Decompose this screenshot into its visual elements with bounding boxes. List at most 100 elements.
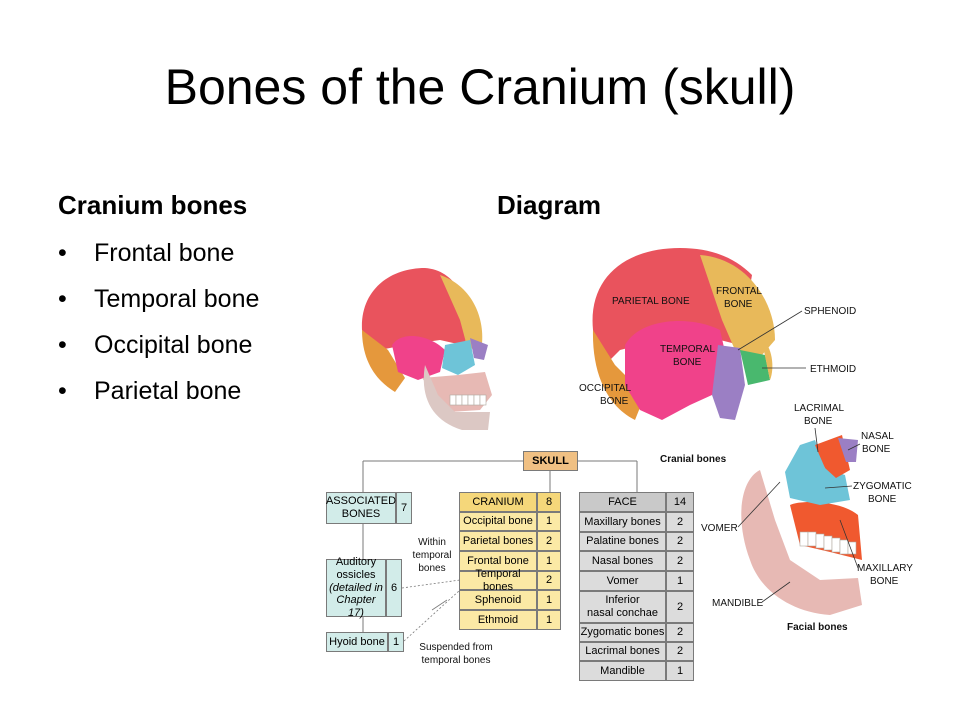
table-row: Occipital bone bbox=[459, 512, 537, 531]
cranium-bones-list: •Frontal bone •Temporal bone •Occipital … bbox=[58, 233, 259, 417]
sphenoid-leader-line bbox=[737, 310, 803, 351]
small-temporal bbox=[392, 335, 445, 380]
occipital-label-line-2: BONE bbox=[600, 396, 629, 407]
hyoid-box: Hyoid bone bbox=[326, 632, 388, 652]
table-row: Ethmoid bbox=[459, 610, 537, 630]
cranium-bones-heading: Cranium bones bbox=[58, 190, 248, 220]
temporal-region bbox=[625, 321, 728, 420]
table-row-count: 2 bbox=[537, 531, 561, 551]
table-row-count: 2 bbox=[666, 551, 694, 571]
auditory-ossicles-box: Auditory ossicles (detailed in Chapter 1… bbox=[326, 556, 386, 619]
table-row: Palatine bones bbox=[579, 532, 666, 551]
facial-bones-caption: Facial bones bbox=[787, 622, 848, 633]
skull-root-box: SKULL bbox=[523, 451, 578, 471]
list-item: •Frontal bone bbox=[58, 233, 259, 279]
within-note-line-2: temporal bbox=[413, 550, 452, 561]
cranial-bones-caption: Cranial bones bbox=[660, 454, 727, 465]
nasal-leader-line bbox=[847, 443, 861, 451]
table-row-count: 2 bbox=[666, 532, 694, 551]
bullet-icon: • bbox=[58, 331, 67, 359]
parietal-label: PARIETAL BONE bbox=[612, 296, 690, 307]
nasal-label-line-1: NASAL bbox=[861, 431, 894, 442]
small-zygomatic bbox=[442, 340, 475, 375]
hyoid-count: 1 bbox=[388, 632, 404, 652]
facial-skull-illustration bbox=[741, 435, 862, 615]
lacrimal-label-line-1: LACRIMAL bbox=[794, 403, 844, 414]
table-row-count: 1 bbox=[537, 551, 561, 571]
face-header: FACE bbox=[579, 492, 666, 512]
zygomatic-label-line-2: BONE bbox=[868, 494, 897, 505]
maxillary-label-line-2: BONE bbox=[870, 576, 899, 587]
sphenoid-label: SPHENOID bbox=[804, 306, 856, 317]
frontal-region bbox=[700, 255, 775, 355]
suspended-note-line-1: Suspended from bbox=[419, 642, 492, 653]
table-row-count: 2 bbox=[666, 512, 694, 532]
list-item: •Parietal bone bbox=[58, 371, 259, 417]
cranium-header: CRANIUM bbox=[459, 492, 537, 512]
table-row: Zygomatic bones bbox=[579, 623, 666, 642]
small-parietal bbox=[361, 268, 470, 350]
list-item: •Occipital bone bbox=[58, 325, 259, 371]
table-row-count: 2 bbox=[666, 591, 694, 623]
temporal-label-line-2: BONE bbox=[673, 357, 702, 368]
table-row: Temporal bones bbox=[459, 568, 537, 593]
vomer-leader-line bbox=[737, 481, 781, 528]
page-title: Bones of the Cranium (skull) bbox=[164, 59, 796, 115]
mandible-region bbox=[741, 470, 862, 615]
table-row: Sphenoid bbox=[459, 590, 537, 610]
vomer-label: VOMER bbox=[701, 523, 738, 534]
table-row: Inferior nasal conchae bbox=[579, 591, 666, 623]
table-row: Nasal bones bbox=[579, 551, 666, 571]
occipital-region bbox=[592, 330, 645, 420]
associated-count: 7 bbox=[396, 492, 412, 524]
bullet-icon: • bbox=[58, 239, 67, 267]
table-row-count: 2 bbox=[666, 623, 694, 642]
mandible-label: MANDIBLE bbox=[712, 598, 763, 609]
diagram-heading: Diagram bbox=[497, 190, 602, 220]
small-frontal bbox=[440, 275, 483, 350]
associated-bones-box: ASSOCIATED BONES bbox=[326, 492, 396, 524]
mandible-leader-line bbox=[761, 581, 791, 603]
table-row: Vomer bbox=[579, 571, 666, 591]
table-row-count: 1 bbox=[537, 610, 561, 630]
frontal-label-line-1: FRONTAL bbox=[716, 286, 762, 297]
zygomatic-label-line-1: ZYGOMATIC bbox=[853, 481, 912, 492]
zygomatic-region bbox=[785, 440, 850, 505]
zygomatic-leader-line bbox=[824, 485, 853, 489]
cranium-count: 8 bbox=[537, 492, 561, 512]
bullet-icon: • bbox=[58, 377, 67, 405]
ethmoid-region bbox=[740, 350, 770, 385]
small-occipital bbox=[362, 330, 405, 392]
table-row: Maxillary bones bbox=[579, 512, 666, 532]
bullet-icon: • bbox=[58, 285, 67, 313]
table-row-count: 1 bbox=[666, 571, 694, 591]
suspended-dotted-line bbox=[403, 589, 461, 642]
occipital-label-line-1: OCCIPITAL bbox=[579, 383, 631, 394]
cranial-skull-illustration bbox=[592, 248, 775, 420]
suspended-note-line-2: temporal bones bbox=[422, 655, 491, 666]
table-row-count: 1 bbox=[537, 512, 561, 531]
sphenoid-region bbox=[712, 345, 745, 420]
ethmoid-label: ETHMOID bbox=[810, 364, 856, 375]
nasal-label-line-2: BONE bbox=[862, 444, 891, 455]
table-row-count: 1 bbox=[666, 661, 694, 681]
table-row: Lacrimal bones bbox=[579, 642, 666, 661]
within-note-line-3: bones bbox=[418, 563, 445, 574]
chart-connectors bbox=[362, 460, 638, 632]
face-count: 14 bbox=[666, 492, 694, 512]
table-row-count: 2 bbox=[666, 642, 694, 661]
maxillary-label-line-1: MAXILLARY bbox=[857, 563, 913, 574]
small-mandible bbox=[423, 365, 490, 430]
temporal-label-line-1: TEMPORAL bbox=[660, 344, 715, 355]
table-row: Parietal bones bbox=[459, 531, 537, 551]
list-item: •Temporal bone bbox=[58, 279, 259, 325]
maxillary-leader-line bbox=[839, 519, 859, 569]
within-temporal-dotted-line bbox=[401, 579, 461, 589]
auditory-count: 6 bbox=[386, 559, 402, 617]
table-row: Mandible bbox=[579, 661, 666, 681]
lacrimal-leader-line bbox=[814, 427, 819, 453]
table-row-count: 2 bbox=[537, 571, 561, 590]
table-row: Frontal bone bbox=[459, 551, 537, 571]
small-skull-illustration bbox=[361, 268, 492, 430]
